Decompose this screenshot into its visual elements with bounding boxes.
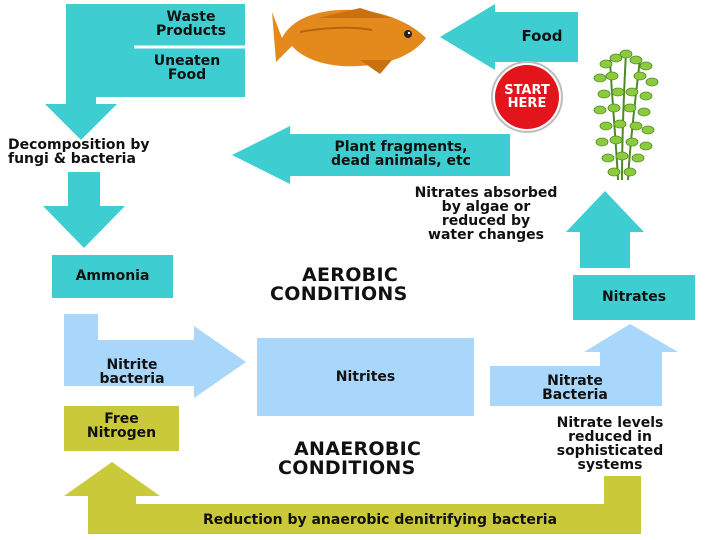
free-nitrogen-box (64, 406, 179, 451)
plant-leaf (609, 135, 623, 145)
ammonia-label: Ammonia (75, 268, 150, 284)
waste-down-arrow (45, 4, 245, 140)
plant-leaf (639, 91, 653, 101)
plant-leaf (629, 55, 643, 65)
plant-leaf (633, 71, 647, 81)
plant-leaf (607, 167, 621, 177)
plant-leaf (593, 73, 607, 83)
plant-leaf (597, 89, 611, 99)
nitrates-up-arrow (566, 191, 644, 268)
nitrites-label: Nitrites (335, 369, 396, 385)
plant-leaf (625, 87, 639, 97)
nitrates-label: Nitrates (601, 289, 667, 305)
plant-leaf (623, 103, 637, 113)
plant-fragments-arrow (232, 126, 510, 184)
plant-leaf (625, 137, 639, 147)
plant-leaf (641, 125, 655, 135)
plant-leaf (607, 103, 621, 113)
plant-leaf (613, 119, 627, 129)
plant-leaf (595, 137, 609, 147)
nitrate-bacteria-arrow (490, 324, 678, 406)
plant-leaf (639, 61, 653, 71)
plant-leaf (629, 121, 643, 131)
reduction-arrow (64, 462, 641, 534)
plant-leaf (615, 151, 629, 161)
plant-leaf (609, 53, 623, 63)
plant-fragments-label: Plant fragments,dead animals, etc (331, 139, 471, 169)
plant-leaf (605, 71, 619, 81)
fish-icon (272, 8, 426, 74)
nitrates-box (573, 275, 695, 320)
plant-leaf (645, 77, 659, 87)
reduction-label: Reduction by anaerobic denitrifying bact… (202, 512, 558, 528)
plant-leaf (611, 87, 625, 97)
start-here-badge (495, 65, 559, 129)
plant-leaf (637, 107, 651, 117)
nitrite-bacteria-arrow (64, 314, 246, 398)
plant-leaf (639, 141, 653, 151)
start-here-badge-ring (491, 61, 563, 133)
food-arrow (440, 4, 578, 70)
food-label: Food (521, 27, 563, 45)
ammonia-box (52, 255, 173, 298)
decomposition-down-arrow (43, 172, 125, 248)
plant-leaf (619, 49, 633, 59)
plant-leaf (599, 59, 613, 69)
plant-leaf (599, 121, 613, 131)
plant-leaf (631, 153, 645, 163)
plant-leaf (593, 105, 607, 115)
nitrites-box (257, 338, 474, 416)
plant-leaf (601, 153, 615, 163)
plant-leaf (623, 167, 637, 177)
aquatic-plant-icon (593, 49, 659, 181)
